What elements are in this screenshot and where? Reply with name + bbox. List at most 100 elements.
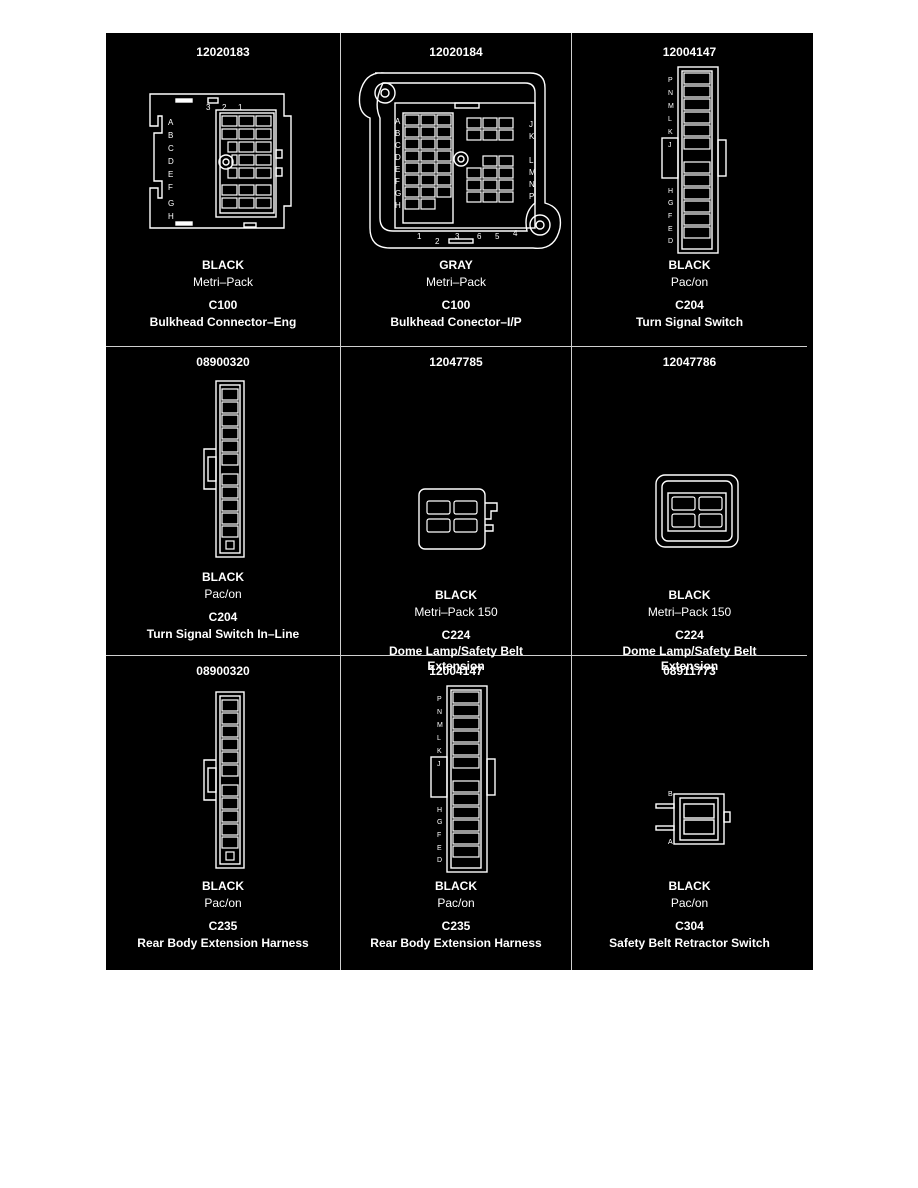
svg-text:J: J <box>437 761 441 768</box>
svg-text:M: M <box>437 722 443 729</box>
svg-text:P: P <box>668 77 673 84</box>
part-number: 12020183 <box>196 45 250 59</box>
svg-text:J: J <box>529 120 533 129</box>
pin-label: C <box>168 144 174 153</box>
connector-name: Safety Belt Retractor Switch <box>609 936 770 950</box>
svg-text:1: 1 <box>417 232 422 241</box>
connector-info: BLACK Pac/on C235 Rear Body Extension Ha… <box>341 878 571 952</box>
pin-label: H <box>168 212 174 221</box>
svg-text:F: F <box>395 177 400 186</box>
svg-text:E: E <box>668 226 673 233</box>
connector-info: BLACK Metri–Pack 150 C224 Dome Lamp/Safe… <box>341 587 571 674</box>
safety-belt-retractor-switch-drawing: B A <box>652 782 742 857</box>
connector-color: BLACK <box>668 879 711 893</box>
in-line-connector-drawing <box>200 379 250 564</box>
svg-text:H: H <box>437 807 442 814</box>
connector-id: C100 <box>208 298 238 312</box>
connector-series: Metri–Pack <box>192 275 254 289</box>
svg-text:D: D <box>437 857 442 864</box>
pin-label: 2 <box>222 103 227 112</box>
connector-series: Metri–Pack <box>425 275 487 289</box>
connector-name: Turn Signal Switch In–Line <box>146 627 300 641</box>
connector-name: Bulkhead Connector–Eng <box>149 315 297 329</box>
connector-sheet: 12020183 <box>106 33 813 970</box>
connector-cell: 08900320 BLACK Pac/on C235 <box>106 656 340 970</box>
dome-lamp-connector-drawing <box>652 471 742 556</box>
rear-body-in-line-connector-drawing <box>200 690 250 875</box>
column-divider <box>340 33 341 970</box>
svg-text:B: B <box>668 791 673 798</box>
svg-text:H: H <box>668 188 673 195</box>
connector-info: BLACK Pac/on C204 Turn Signal Switch In–… <box>106 569 340 643</box>
connector-series: Pac/on <box>670 275 709 289</box>
svg-text:E: E <box>395 165 400 174</box>
svg-text:E: E <box>437 845 442 852</box>
connector-series: Pac/on <box>437 896 475 910</box>
svg-text:H: H <box>395 201 401 210</box>
svg-text:L: L <box>668 116 672 123</box>
connector-name: Dome Lamp/Safety Belt Extension <box>388 644 524 673</box>
connector-cell: 12047785 BLACK Metri–Pack 150 C224 Dome … <box>341 347 571 673</box>
connector-id: C224 <box>675 628 704 642</box>
connector-name: Turn Signal Switch <box>635 315 744 329</box>
connector-info: BLACK Pac/on C235 Rear Body Extension Ha… <box>106 878 340 952</box>
svg-text:G: G <box>437 819 442 826</box>
pin-label: 1 <box>238 103 243 112</box>
connector-color: BLACK <box>202 570 244 584</box>
connector-color: BLACK <box>435 588 477 602</box>
svg-text:M: M <box>529 168 536 177</box>
svg-text:G: G <box>668 200 673 207</box>
connector-cell: 12020183 <box>106 33 340 346</box>
part-number: 08900320 <box>196 664 250 678</box>
row-divider <box>106 655 807 656</box>
svg-text:4: 4 <box>513 229 518 238</box>
svg-text:3: 3 <box>455 232 460 241</box>
part-number: 08900320 <box>196 355 250 369</box>
connector-id: C204 <box>208 610 238 624</box>
connector-color: BLACK <box>202 879 244 893</box>
svg-text:B: B <box>395 129 400 138</box>
connector-id: C235 <box>208 919 238 933</box>
part-number: 12004147 <box>429 664 483 678</box>
connector-name: Dome Lamp/Safety Belt Extension <box>622 644 757 673</box>
svg-text:F: F <box>668 213 672 220</box>
svg-text:D: D <box>395 153 401 162</box>
connector-series: Metri–Pack 150 <box>414 605 498 619</box>
pin-label: D <box>168 157 174 166</box>
connector-color: GRAY <box>439 258 473 272</box>
connector-color: BLACK <box>202 258 244 272</box>
svg-text:M: M <box>668 103 674 110</box>
svg-text:J: J <box>668 142 672 149</box>
svg-text:N: N <box>437 709 442 716</box>
connector-series: Pac/on <box>204 896 242 910</box>
connector-id: C304 <box>675 919 704 933</box>
connector-name: Bulkhead Conector–I/P <box>390 315 522 329</box>
row-divider <box>106 346 807 347</box>
svg-text:6: 6 <box>477 232 482 241</box>
bulkhead-connector-eng-drawing: 3 2 1 A B C D E F G H <box>146 88 296 238</box>
part-number: 12047785 <box>429 355 483 369</box>
pin-label: A <box>168 118 174 127</box>
connector-info: BLACK Pac/on C304 Safety Belt Retractor … <box>572 878 807 952</box>
connector-color: BLACK <box>668 588 711 602</box>
connector-name: Rear Body Extension Harness <box>137 936 309 950</box>
connector-id: C204 <box>675 298 704 312</box>
svg-text:A: A <box>668 839 673 846</box>
svg-text:K: K <box>529 132 535 141</box>
svg-text:P: P <box>437 696 442 703</box>
connector-info: BLACK Pac/on C204 Turn Signal Switch <box>572 257 807 331</box>
connector-info: BLACK Metri–Pack C100 Bulkhead Connector… <box>106 257 340 331</box>
part-number: 12047786 <box>662 355 717 369</box>
part-number: 12004147 <box>662 45 717 59</box>
svg-text:K: K <box>668 129 673 136</box>
connector-name: Rear Body Extension Harness <box>370 936 542 950</box>
connector-id: C224 <box>441 628 471 642</box>
connector-info: GRAY Metri–Pack C100 Bulkhead Conector–I… <box>341 257 571 331</box>
connector-series: Metri–Pack 150 <box>647 605 732 619</box>
pin-label: G <box>168 199 174 208</box>
